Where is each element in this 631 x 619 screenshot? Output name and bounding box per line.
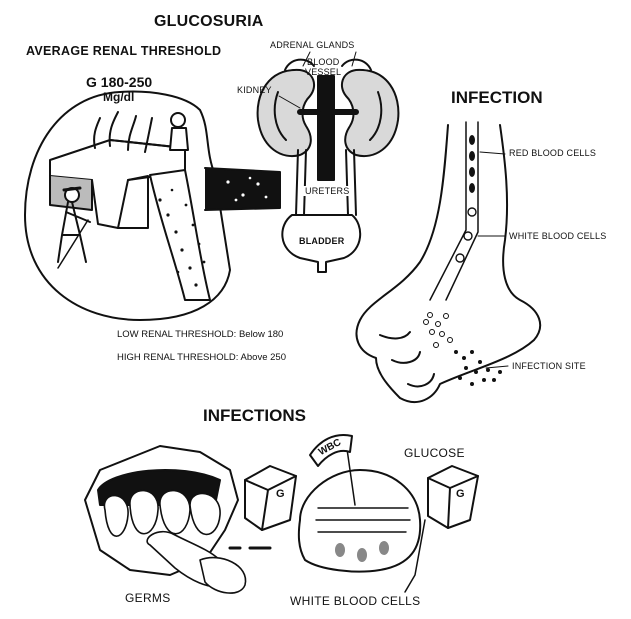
ureter-left	[295, 149, 299, 216]
white-blood-cells	[455, 207, 477, 263]
low-threshold-label: LOW RENAL THRESHOLD: Below 180	[117, 329, 283, 340]
kidney-label: KIDNEY	[237, 85, 272, 95]
sugar-dots	[158, 188, 206, 287]
high-threshold-label: HIGH RENAL THRESHOLD: Above 250	[117, 352, 286, 363]
blood-vessel-label-1: BLOOD	[307, 57, 340, 67]
wbc-crowd	[297, 469, 422, 573]
tube-bubbles	[226, 176, 268, 202]
bladder-label: BLADDER	[299, 236, 345, 246]
germs-label: GERMS	[125, 591, 171, 605]
wbc-banner	[309, 434, 353, 467]
glucose-cube-left	[244, 465, 297, 531]
glucose-range-label: G 180-250	[86, 74, 153, 90]
low-threshold-name: LOW RENAL THRESHOLD:	[117, 329, 237, 340]
infection-site-label: INFECTION SITE	[512, 361, 586, 371]
ureter-right	[353, 149, 357, 216]
high-threshold-value: Above 250	[240, 352, 286, 363]
white-blood-cells-label: WHITE BLOOD CELLS	[509, 231, 607, 241]
average-renal-threshold-label: AVERAGE RENAL THRESHOLD	[26, 44, 222, 58]
red-blood-cells-label: RED BLOOD CELLS	[509, 148, 597, 158]
adrenal-glands-label: ADRENAL GLANDS	[270, 40, 355, 50]
glucose-label: GLUCOSE	[404, 446, 465, 460]
glucosuria-title: GLUCOSURIA	[154, 13, 264, 30]
infection-dots	[454, 350, 502, 386]
leg-vessel	[429, 121, 479, 301]
white-blood-cells-caption: WHITE BLOOD CELLS	[290, 594, 421, 608]
worker-left-body	[57, 201, 91, 263]
renal-tube	[204, 167, 281, 211]
glucose-cube-right	[427, 465, 479, 529]
blood-vessel-label-2: VESSEL	[305, 67, 342, 77]
sugar-cascade	[149, 169, 211, 301]
glucose-cube-right-letter: G	[456, 488, 465, 500]
glucose-cube-left-letter: G	[276, 488, 285, 500]
infections-title: INFECTIONS	[203, 406, 306, 425]
wbc-cluster	[423, 312, 453, 348]
kidney-left	[256, 68, 316, 158]
infection-title: INFECTION	[451, 88, 543, 107]
high-threshold-name: HIGH RENAL THRESHOLD:	[117, 352, 239, 363]
kidney-right	[340, 68, 400, 158]
glucose-range-unit: Mg/dl	[103, 90, 135, 104]
bladder	[281, 214, 362, 273]
kidney-outline-large	[24, 90, 231, 321]
red-blood-cells	[469, 135, 475, 193]
ureters-label: URETERS	[303, 186, 352, 196]
germ-blobs	[103, 489, 247, 594]
blood-vessel	[317, 75, 335, 181]
low-threshold-value: Below 180	[238, 329, 284, 340]
worker-right-head	[170, 112, 186, 128]
